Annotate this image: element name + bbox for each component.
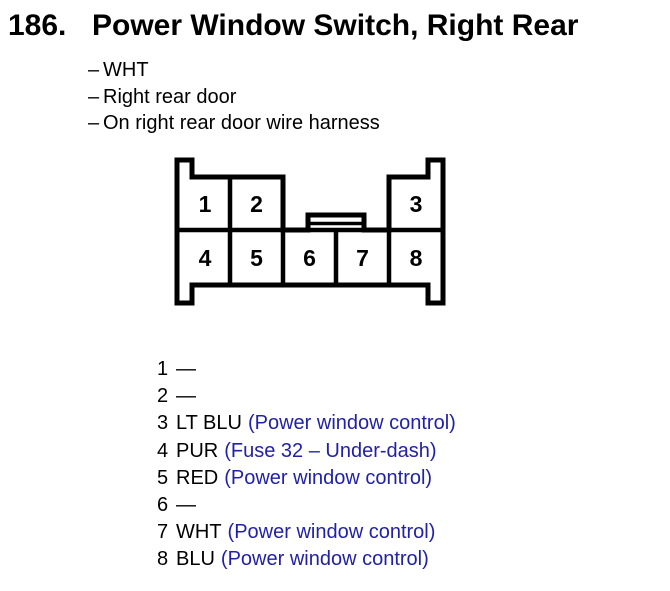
connector-pin-number: 3 bbox=[410, 191, 423, 217]
pin-function: (Fuse 32 – Under-dash) bbox=[224, 439, 437, 462]
pin-number: 4 bbox=[157, 439, 169, 462]
dash: – bbox=[88, 85, 100, 108]
connector-diagram: 1 2 3 4 5 6 7 8 bbox=[168, 148, 453, 313]
pin-wire-color: LT BLU bbox=[176, 412, 242, 435]
connector-outline bbox=[174, 157, 446, 306]
pin-row: 8 BLU (Power window control) bbox=[157, 546, 456, 573]
pin-row: 5 RED (Power window control) bbox=[157, 465, 456, 492]
page-title: 186. Power Window Switch, Right Rear bbox=[8, 9, 578, 42]
pin-row: 1 — bbox=[157, 356, 456, 383]
pin-number: 5 bbox=[157, 466, 169, 489]
detail-text: On right rear door wire harness bbox=[103, 112, 380, 134]
pin-wire-color: — bbox=[176, 385, 196, 408]
detail-text: Right rear door bbox=[103, 85, 237, 108]
dash: – bbox=[88, 59, 100, 81]
connector-pin-number: 6 bbox=[303, 245, 316, 271]
dash: – bbox=[88, 112, 100, 134]
pin-function: (Power window control) bbox=[227, 521, 436, 544]
pin-row: 7 WHT (Power window control) bbox=[157, 519, 456, 546]
connector-pin-number: 7 bbox=[356, 245, 369, 271]
connector-details-list: – WHT – Right rear door – On right rear … bbox=[88, 57, 380, 137]
section-number: 186. bbox=[8, 9, 67, 42]
pin-number: 2 bbox=[157, 385, 169, 408]
pin-wire-color: — bbox=[176, 358, 196, 380]
connector-pin-number: 2 bbox=[250, 191, 263, 217]
connector-pin-number: 5 bbox=[250, 245, 263, 271]
pin-number: 6 bbox=[157, 494, 169, 517]
pin-row: 2 — bbox=[157, 383, 456, 410]
pin-wire-color: PUR bbox=[176, 439, 219, 462]
pin-number: 8 bbox=[157, 548, 169, 571]
pin-number: 7 bbox=[157, 521, 169, 544]
connector-pin-number: 8 bbox=[410, 245, 423, 271]
detail-item: – On right rear door wire harness bbox=[88, 110, 380, 137]
connector-pin-number: 1 bbox=[199, 191, 212, 217]
pin-wire-color: — bbox=[176, 494, 196, 517]
connector-pin-number: 4 bbox=[199, 245, 212, 271]
pin-wire-color: BLU bbox=[176, 548, 215, 571]
pin-function: (Power window control) bbox=[224, 466, 433, 489]
pin-number: 3 bbox=[157, 412, 169, 435]
pin-wire-color: WHT bbox=[176, 521, 222, 544]
pin-row: 4 PUR (Fuse 32 – Under-dash) bbox=[157, 438, 456, 465]
pin-number: 1 bbox=[157, 358, 169, 380]
detail-text: WHT bbox=[103, 59, 149, 81]
pin-function: (Power window control) bbox=[220, 548, 429, 571]
pin-function: (Power window control) bbox=[247, 412, 456, 435]
detail-item: – Right rear door bbox=[88, 84, 380, 111]
pin-wire-color: RED bbox=[176, 466, 219, 489]
pin-row: 6 — bbox=[157, 492, 456, 519]
detail-item: – WHT bbox=[88, 57, 380, 84]
connector-cell-dividers bbox=[177, 177, 443, 285]
pin-list: 1 — 2 — 3 LT BLU (Power window control) … bbox=[157, 356, 456, 574]
page-title-text: Power Window Switch, Right Rear bbox=[92, 9, 579, 42]
pin-row: 3 LT BLU (Power window control) bbox=[157, 410, 456, 437]
